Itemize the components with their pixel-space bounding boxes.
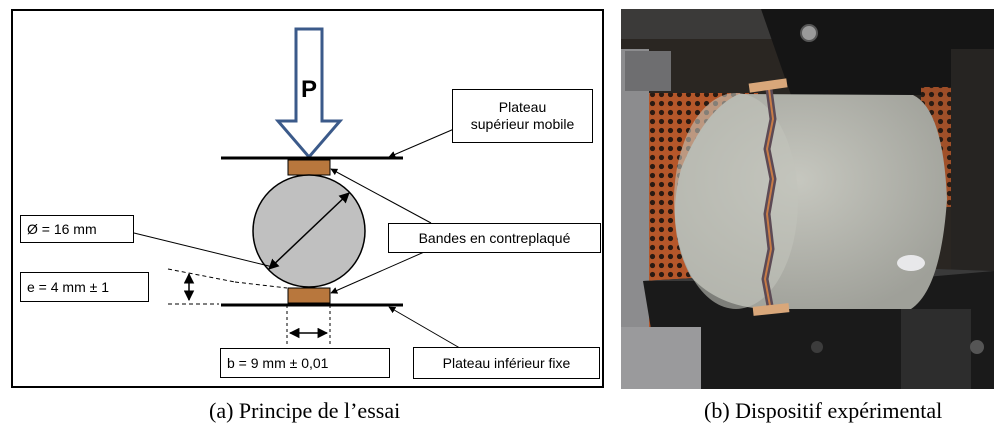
diameter-leader (133, 232, 274, 268)
bottom-plate-label: Plateau inférieur fixe (413, 347, 600, 379)
experimental-setup-photo (621, 9, 994, 389)
principle-diagram: P Plateau supérieur mobile Bandes en con… (11, 9, 604, 388)
top-plate-leader (388, 128, 455, 158)
caption-b: (b) Dispositif expérimental (704, 398, 943, 423)
strips-leader-top (330, 168, 432, 224)
top-plate-label: Plateau supérieur mobile (452, 89, 593, 143)
load-arrow (274, 27, 344, 160)
strips-leader-bottom (330, 248, 432, 294)
load-label: P (301, 76, 317, 103)
thickness-label: e = 4 mm ± 1 (20, 272, 149, 302)
thickness-top-dashed-2 (234, 281, 288, 289)
width-label: b = 9 mm ± 0,01 (220, 348, 390, 378)
bottom-plywood-strip (287, 287, 331, 304)
diameter-label: Ø = 16 mm (20, 215, 134, 243)
bottom-plate-leader (388, 306, 466, 352)
top-plywood-strip (287, 159, 331, 176)
diameter-dimension-arrow (268, 192, 350, 270)
setup-photo-drawing (621, 9, 994, 389)
diagram-drawing: P (133, 27, 466, 352)
strips-label: Bandes en contreplaqué (388, 223, 601, 253)
thickness-top-dashed (167, 268, 236, 283)
caption-a: (a) Principe de l’essai (209, 398, 401, 423)
